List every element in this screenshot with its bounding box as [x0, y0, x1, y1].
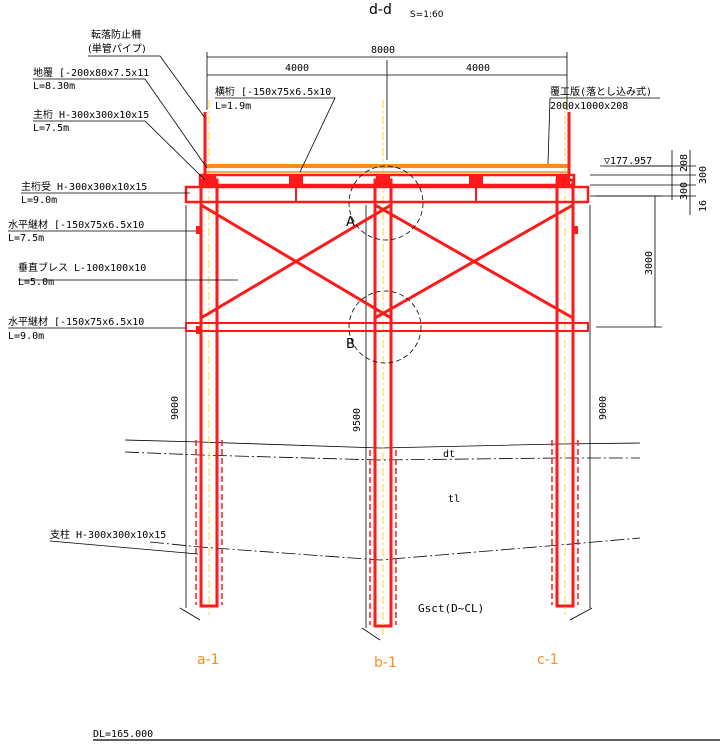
shugeta-line1: 主桁 H-300x300x10x15	[33, 108, 149, 121]
label-suihei-lower: 水平継材 [-150x75x6.5x10 L=9.0m	[8, 315, 186, 342]
fall-fence-line1: 転落防止柵	[91, 28, 141, 41]
soil-boundaries	[124, 439, 641, 561]
detail-circle-b: B	[346, 290, 422, 364]
fall-fence-line2: (単管パイプ)	[88, 42, 146, 55]
jifuku-line1: 地覆 [-200x80x7.5x11	[33, 66, 149, 79]
datum-line: DL=165.000	[93, 729, 720, 741]
label-fukkou: 覆工版(落とし込み式) 2000x1000x208	[547, 85, 660, 165]
label-brace: 垂直ブレス L-100x100x10 L=5.0m	[18, 261, 238, 288]
brace-line1: 垂直ブレス L-100x100x10	[18, 261, 146, 274]
drawing-title: d-d	[369, 2, 392, 18]
suihei-lower-line1: 水平継材 [-150x75x6.5x10	[8, 315, 144, 328]
dim-8000: 8000	[371, 45, 395, 56]
brace-line2: L=5.0m	[18, 277, 54, 288]
detail-a-label: A	[346, 215, 355, 230]
dim-9500: 9500	[352, 408, 363, 432]
dim-300a: 300	[698, 166, 709, 184]
shichu-label: 支柱 H-300x300x10x15	[50, 528, 166, 541]
soil-dt: dt	[443, 449, 455, 460]
scale-label: S=1:60	[410, 10, 444, 20]
label-shugeta: 主桁 H-300x300x10x15 L=7.5m	[33, 108, 206, 181]
dim-9000-left: 9000	[170, 396, 181, 420]
dim-9000-right: 9000	[598, 396, 609, 420]
soil-gsct: Gsct(D~CL)	[418, 602, 484, 615]
label-shugetauke: 主桁受 H-300x300x10x15 L=9.0m	[21, 180, 190, 206]
main-girder-support	[184, 185, 590, 204]
label-shichu: 支柱 H-300x300x10x15	[49, 528, 199, 555]
main-girder	[198, 173, 576, 187]
suihei-upper-line1: 水平継材 [-150x75x6.5x10	[8, 218, 144, 231]
horizontal-tie-lower	[185, 322, 589, 332]
upper-tie-stubs	[196, 226, 578, 334]
dimension-3000: 3000	[596, 195, 662, 328]
dim-3000: 3000	[644, 251, 655, 275]
dim-300b: 300	[679, 182, 690, 200]
dim-208: 208	[679, 154, 690, 172]
yokogeta-line1: 横桁 [-150x75x6.5x10	[215, 85, 331, 98]
pile-label-b: b-1	[374, 655, 397, 671]
elevation-marker: ▽177.957	[604, 156, 672, 167]
dim-4000-left: 4000	[285, 63, 309, 74]
detail-b-label: B	[346, 337, 355, 352]
jifuku-line2: L=8.30m	[33, 81, 75, 92]
pile-length-dims: 9000 9500 9000	[170, 205, 609, 641]
fukkou-line1: 覆工版(落とし込み式)	[550, 85, 652, 98]
pile-label-c: c-1	[537, 652, 559, 668]
detail-circle-a: A	[346, 165, 424, 241]
suihei-lower-line2: L=9.0m	[8, 331, 44, 342]
datum-label: DL=165.000	[93, 729, 153, 740]
shugetauke-line2: L=9.0m	[21, 195, 57, 206]
elevation-label: ▽177.957	[604, 156, 652, 167]
pile-label-a: a-1	[197, 652, 220, 668]
soil-tl: tl	[448, 494, 460, 505]
yokogeta-line2: L=1.9m	[215, 101, 251, 112]
shugeta-line2: L=7.5m	[33, 123, 69, 134]
dimension-total: 8000	[206, 45, 568, 110]
label-suihei-upper: 水平継材 [-150x75x6.5x10 L=7.5m	[8, 218, 196, 244]
shugetauke-line1: 主桁受 H-300x300x10x15	[21, 180, 147, 193]
fukkou-line2: 2000x1000x208	[550, 101, 628, 112]
dimension-halves: 4000 4000	[207, 60, 567, 160]
dim-4000-right: 4000	[466, 63, 490, 74]
label-fall-fence: 転落防止柵 (単管パイプ)	[88, 28, 206, 119]
deck-panel	[204, 164, 570, 173]
suihei-upper-line2: L=7.5m	[8, 233, 44, 244]
vertical-braces	[200, 203, 574, 320]
label-jifuku: 地覆 [-200x80x7.5x11 L=8.30m	[33, 66, 208, 169]
label-yokogeta: 横桁 [-150x75x6.5x10 L=1.9m	[215, 85, 336, 173]
dim-16: 16	[698, 200, 709, 212]
